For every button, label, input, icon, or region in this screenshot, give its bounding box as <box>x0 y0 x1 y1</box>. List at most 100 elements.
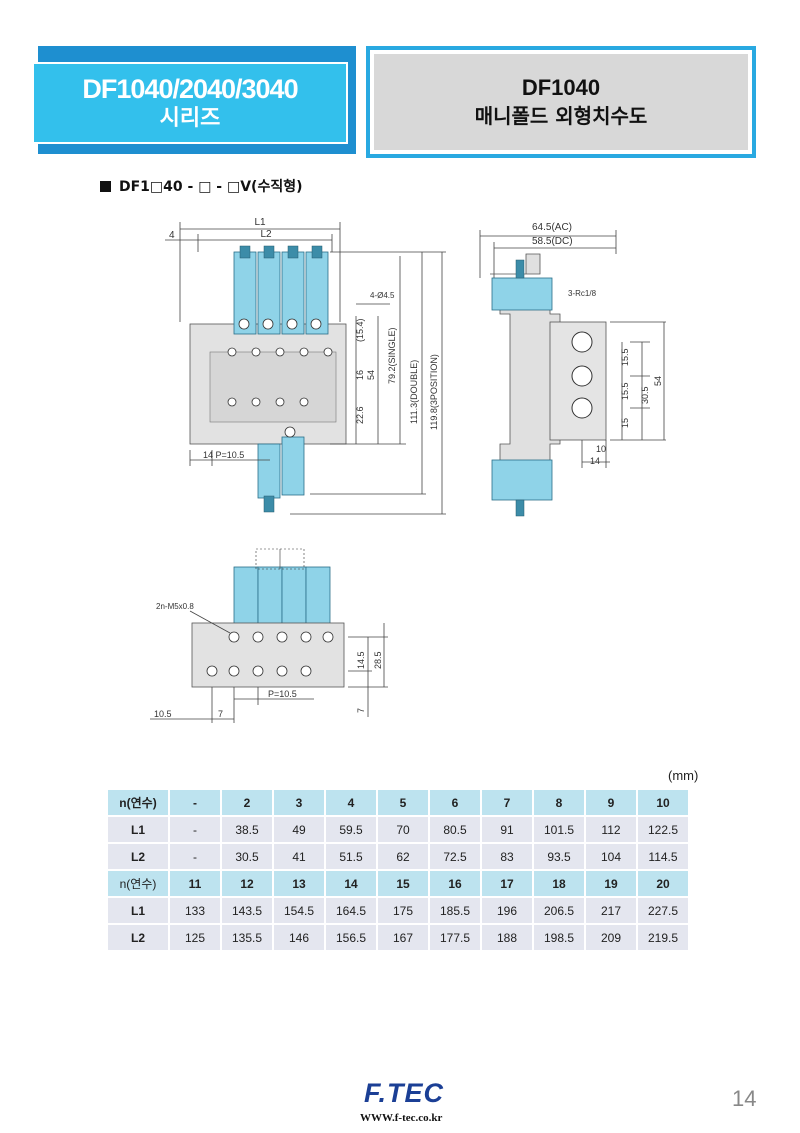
table-cell: 62 <box>378 844 428 869</box>
dim-pitch: 14 P=10.5 <box>203 450 244 460</box>
table-cell: 93.5 <box>534 844 584 869</box>
dim-7-right: 7 <box>356 708 366 713</box>
table-cell: 227.5 <box>638 898 688 923</box>
front-view-drawing: L1 L2 4 4-Ø4 <box>165 217 446 515</box>
dim-54: 54 <box>366 370 376 380</box>
table-cell: 114.5 <box>638 844 688 869</box>
table-cell: 41 <box>274 844 324 869</box>
table-cell: 175 <box>378 898 428 923</box>
dim-10-5: 10.5 <box>154 709 172 719</box>
ftec-logo: F.TEC <box>364 1078 445 1108</box>
table-cell: 7 <box>482 790 532 815</box>
table-cell: 5 <box>378 790 428 815</box>
table-cell: 3 <box>274 790 324 815</box>
dim-22-6: 22.6 <box>355 406 365 424</box>
table-cell: 122.5 <box>638 817 688 842</box>
unit-label: (mm) <box>668 768 699 783</box>
table-cell: 15 <box>378 871 428 896</box>
dim-10: 10 <box>596 444 606 454</box>
table-cell: 209 <box>586 925 636 950</box>
table-cell: 20 <box>638 871 688 896</box>
table-cell: 18 <box>534 871 584 896</box>
table-row-label: L1 <box>108 817 168 842</box>
table-cell: - <box>170 817 220 842</box>
dim-54-side: 54 <box>653 376 663 386</box>
table-cell: 70 <box>378 817 428 842</box>
bottom-view-drawing: 2n-M5x0.8 14.5 28.5 P=10.5 7 10.5 7 <box>150 548 388 723</box>
table-cell: 11 <box>170 871 220 896</box>
dim-holes: 4-Ø4.5 <box>370 291 395 300</box>
model-title-inner: DF1040 매니폴드 외형치수도 <box>374 54 748 150</box>
model-subtitle: 매니폴드 외형치수도 <box>474 104 648 128</box>
table-cell: 19 <box>586 871 636 896</box>
dim-14-5: 14.5 <box>356 651 366 669</box>
table-cell: 196 <box>482 898 532 923</box>
table-cell: 38.5 <box>222 817 272 842</box>
table-cell: 9 <box>586 790 636 815</box>
table-cell: 30.5 <box>222 844 272 869</box>
dim-l1: L1 <box>254 217 266 228</box>
dim-double: 111.3(DOUBLE) <box>409 360 419 424</box>
dim-rc: 3-Rc1/8 <box>568 289 597 298</box>
table-cell: 83 <box>482 844 532 869</box>
dim-l2: L2 <box>260 229 272 240</box>
table-cell: 80.5 <box>430 817 480 842</box>
table-row-label: L2 <box>108 925 168 950</box>
table-cell: 59.5 <box>326 817 376 842</box>
table-cell: 143.5 <box>222 898 272 923</box>
model-title-box: DF1040 매니폴드 외형치수도 <box>366 46 756 158</box>
table-cell: 91 <box>482 817 532 842</box>
table-cell: 217 <box>586 898 636 923</box>
side-view-drawing: 64.5(AC) 58.5(DC) 3-Rc1/8 15.5 15.5 30.5… <box>479 222 666 517</box>
dim-15-4: (15.4) <box>355 318 365 342</box>
dim-30-5: 30.5 <box>640 386 650 404</box>
series-title: DF1040/2040/3040 <box>82 74 298 104</box>
table-cell: 156.5 <box>326 925 376 950</box>
page-number: 14 <box>732 1086 757 1111</box>
dim-position: 119.8(3POSITION) <box>429 354 439 430</box>
table-cell: 51.5 <box>326 844 376 869</box>
table-cell: 188 <box>482 925 532 950</box>
dim-15-5-b: 15.5 <box>620 382 630 400</box>
dim-14: 14 <box>590 456 600 466</box>
table-row-label: n(연수) <box>108 790 168 815</box>
table-cell: - <box>170 844 220 869</box>
dim-16: 16 <box>355 370 365 380</box>
dim-single: 79.2(SINGLE) <box>387 327 397 384</box>
table-cell: 13 <box>274 871 324 896</box>
dim-bottom-pitch: P=10.5 <box>268 689 297 699</box>
table-cell: 8 <box>534 790 584 815</box>
table-cell: 101.5 <box>534 817 584 842</box>
dim-28-5: 28.5 <box>373 651 383 669</box>
table-row-label: L2 <box>108 844 168 869</box>
table-cell: 6 <box>430 790 480 815</box>
table-cell: 72.5 <box>430 844 480 869</box>
series-subtitle: 시리즈 <box>159 106 221 131</box>
series-title-box: DF1040/2040/3040 시리즈 <box>32 62 348 144</box>
table-cell: 4 <box>326 790 376 815</box>
section-title-text: DF1□40 - □ - □V(수직형) <box>119 179 303 195</box>
table-cell: 2 <box>222 790 272 815</box>
model-title: DF1040 <box>521 75 601 100</box>
table-cell: - <box>170 790 220 815</box>
table-cell: 167 <box>378 925 428 950</box>
dim-ac: 64.5(AC) <box>532 222 572 233</box>
dim-offset: 4 <box>169 230 175 241</box>
section-title: DF1□40 - □ - □V(수직형) <box>100 176 302 196</box>
table-row-label: n(연수) <box>108 871 168 896</box>
website-url: WWW.f-tec.co.kr <box>360 1112 443 1124</box>
table-cell: 177.5 <box>430 925 480 950</box>
table-cell: 14 <box>326 871 376 896</box>
dim-15: 15 <box>620 418 630 428</box>
table-cell: 146 <box>274 925 324 950</box>
manifold-bottom-base <box>191 622 345 688</box>
table-cell: 17 <box>482 871 532 896</box>
table-cell: 112 <box>586 817 636 842</box>
table-cell: 10 <box>638 790 688 815</box>
